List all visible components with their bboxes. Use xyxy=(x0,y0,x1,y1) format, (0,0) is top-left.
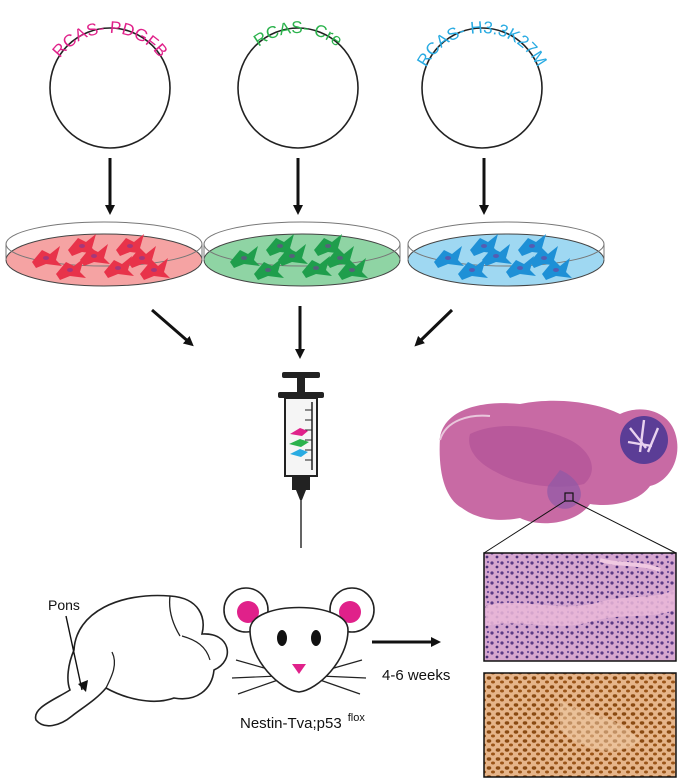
cerebellum-folia xyxy=(620,416,668,464)
vector-circle-h33k27m xyxy=(421,27,543,149)
brain-outline xyxy=(34,594,229,727)
cell-nucleus xyxy=(79,244,85,248)
vector-circle-cre xyxy=(237,27,359,149)
arrows-vector-to-dish xyxy=(105,158,489,215)
cell-nucleus xyxy=(127,244,133,248)
vector-group-pdgfb: RCAS- PDGFB xyxy=(49,18,171,149)
vector-group-cre: RCAS- Cre xyxy=(237,18,359,149)
mouse-head xyxy=(249,606,349,693)
dish-green xyxy=(203,221,401,287)
cell-nucleus xyxy=(469,268,475,272)
cell-nucleus xyxy=(277,244,283,248)
brain-label-pons: Pons xyxy=(48,597,80,613)
cell-nucleus xyxy=(529,244,535,248)
syringe-cells xyxy=(289,428,309,457)
arrow-diag-right xyxy=(414,308,454,347)
cell-nucleus xyxy=(115,266,121,270)
histology-he-panel xyxy=(483,552,677,662)
cell-nucleus xyxy=(265,268,271,272)
mouse-eye-left xyxy=(277,630,287,646)
cell-nucleus xyxy=(241,256,247,260)
cells-red xyxy=(32,234,170,280)
cell-nucleus xyxy=(91,254,97,258)
mouse-icon xyxy=(223,587,375,695)
cells-green xyxy=(230,234,368,280)
cell-nucleus xyxy=(67,268,73,272)
mouse-eye-right xyxy=(311,630,321,646)
cell-nucleus xyxy=(151,268,157,272)
dish-red xyxy=(5,221,203,287)
arrows-dish-to-syringe xyxy=(151,306,454,359)
histology-brain-section xyxy=(439,400,678,554)
syringe-icon xyxy=(278,372,324,548)
cell-nucleus xyxy=(349,268,355,272)
histology-zoom-box xyxy=(564,492,574,502)
histology-ihc-panel xyxy=(483,672,677,778)
mouse-whiskers xyxy=(231,659,367,695)
arrow-diag-left xyxy=(151,308,194,347)
cell-nucleus xyxy=(481,244,487,248)
pons-pointer-line xyxy=(65,615,83,691)
vector-circle-pdgfb xyxy=(49,27,171,149)
dish-blue xyxy=(407,221,605,287)
cell-nucleus xyxy=(553,268,559,272)
cell-nucleus xyxy=(445,256,451,260)
pons-pointer-head xyxy=(78,680,88,692)
cell-nucleus xyxy=(541,256,547,260)
cell-nucleus xyxy=(517,266,523,270)
cell-nucleus xyxy=(289,254,295,258)
cell-nucleus xyxy=(337,256,343,260)
cell-nucleus xyxy=(325,244,331,248)
cells-blue xyxy=(434,234,572,280)
timeline-label: 4-6 weeks xyxy=(382,667,450,684)
cell-nucleus xyxy=(139,256,145,260)
cell-nucleus xyxy=(493,254,499,258)
cell-nucleus xyxy=(43,256,49,260)
mouse-nose xyxy=(292,664,306,674)
vector-group-h33k27m: RCAS- H3.3K27M xyxy=(413,18,551,149)
cell-nucleus xyxy=(313,266,319,270)
